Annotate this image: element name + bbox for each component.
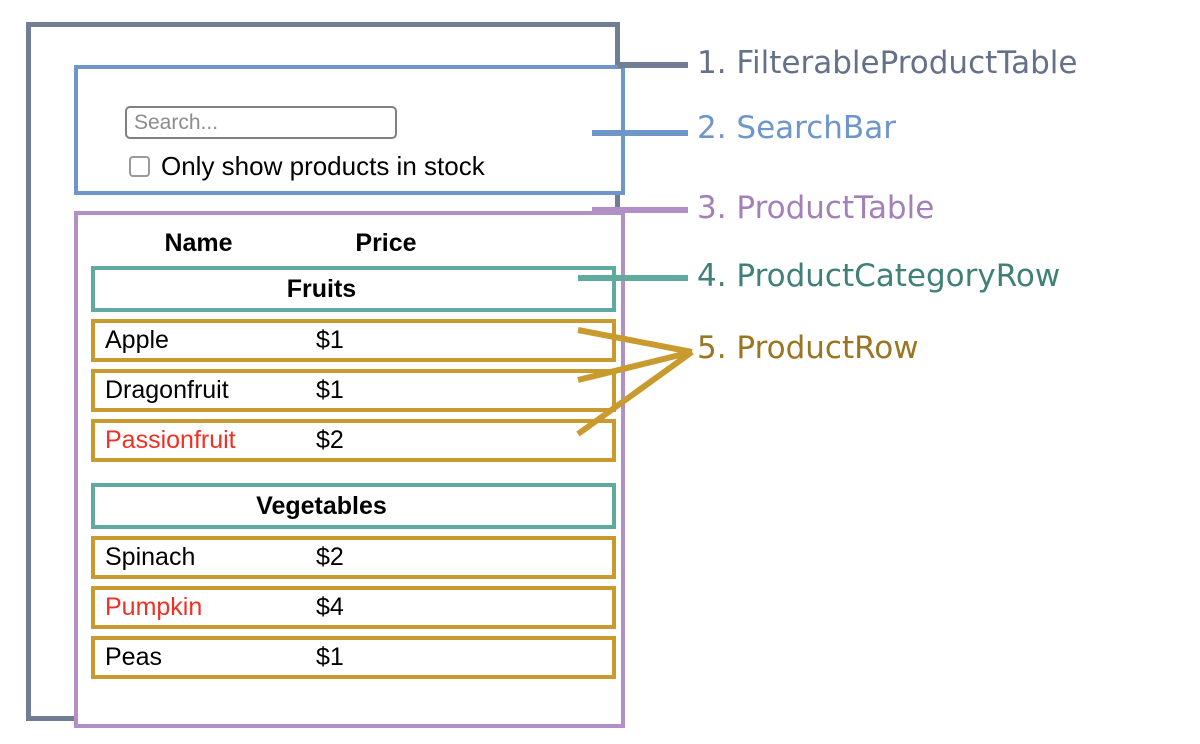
product-price: $1 bbox=[316, 376, 344, 404]
product-category-row: Vegetables bbox=[91, 483, 616, 529]
only-in-stock-label: Only show products in stock bbox=[161, 151, 485, 181]
product-row: Pumpkin $4 bbox=[91, 586, 616, 629]
legend-label-filterable-product-table: 1. FilterableProductTable bbox=[697, 45, 1078, 81]
legend-label-product-row: 5. ProductRow bbox=[697, 330, 919, 366]
search-input[interactable] bbox=[125, 106, 397, 139]
column-header-name: Name bbox=[164, 229, 233, 257]
product-table-header-row: Name Price bbox=[91, 221, 616, 266]
column-header-price: Price bbox=[355, 229, 417, 257]
checkbox-unchecked-icon[interactable] bbox=[129, 155, 150, 177]
product-name: Dragonfruit bbox=[105, 376, 229, 404]
product-name: Peas bbox=[105, 643, 162, 671]
section-spacer bbox=[91, 469, 616, 483]
product-name: Apple bbox=[105, 326, 169, 354]
product-price: $1 bbox=[316, 643, 344, 671]
filterable-product-table-boundary: Only show products in stock Name Price F… bbox=[26, 22, 625, 728]
legend-label-product-table: 3. ProductTable bbox=[697, 190, 935, 226]
product-table: Name Price Fruits Apple $1 Dragonfruit $… bbox=[91, 221, 616, 686]
search-bar-boundary: Only show products in stock bbox=[74, 65, 625, 195]
product-row: Peas $1 bbox=[91, 636, 616, 679]
product-category-label: Fruits bbox=[286, 274, 357, 303]
product-name: Spinach bbox=[105, 543, 196, 571]
product-category-label: Vegetables bbox=[256, 491, 387, 520]
product-row: Dragonfruit $1 bbox=[91, 369, 616, 412]
product-name: Pumpkin bbox=[105, 593, 203, 621]
product-table-boundary: Name Price Fruits Apple $1 Dragonfruit $… bbox=[74, 211, 625, 728]
product-category-row: Fruits bbox=[91, 266, 616, 312]
product-row: Spinach $2 bbox=[91, 536, 616, 579]
only-in-stock-checkbox-row[interactable]: Only show products in stock bbox=[129, 152, 485, 180]
legend-label-product-category-row: 4. ProductCategoryRow bbox=[697, 258, 1061, 294]
product-price: $2 bbox=[316, 543, 344, 571]
product-price: $4 bbox=[316, 593, 344, 621]
product-row: Passionfruit $2 bbox=[91, 419, 616, 462]
product-price: $1 bbox=[316, 326, 344, 354]
product-name: Passionfruit bbox=[105, 426, 236, 454]
legend-label-search-bar: 2. SearchBar bbox=[697, 110, 896, 146]
product-price: $2 bbox=[316, 426, 344, 454]
product-row: Apple $1 bbox=[91, 319, 616, 362]
